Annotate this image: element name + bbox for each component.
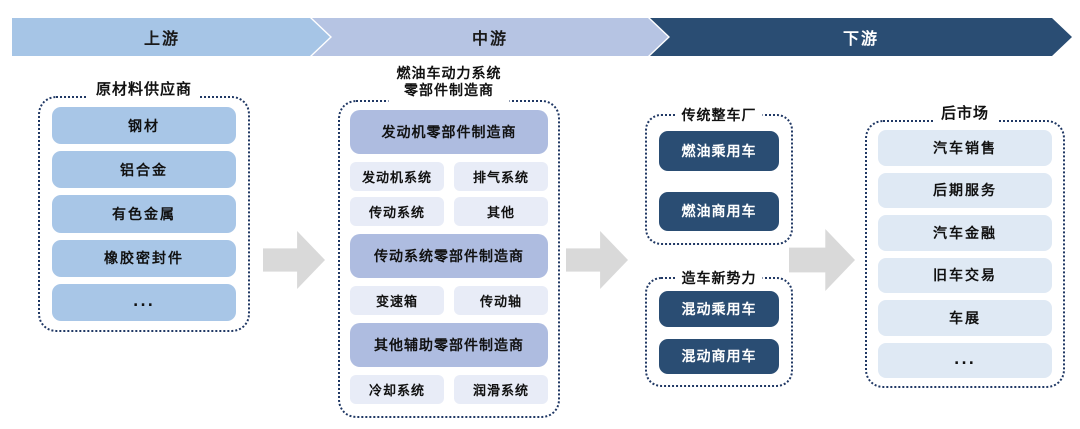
- banner-upstream-label: 上游: [143, 29, 180, 48]
- new-forces-list: 混动乘用车 混动商用车: [647, 279, 791, 385]
- list-item: 钢材: [52, 107, 236, 145]
- group-items: 冷却系统 润滑系统: [350, 375, 548, 404]
- list-item: 传动轴: [454, 286, 548, 315]
- list-item: ...: [878, 342, 1052, 378]
- list-item: 车展: [878, 300, 1052, 336]
- list-item: 变速箱: [350, 286, 444, 315]
- flow-arrow-icon: [789, 229, 855, 291]
- list-item: 橡胶密封件: [52, 239, 236, 277]
- powertrain-title-line1: 燃油车动力系统: [396, 66, 502, 82]
- powertrain-title: 燃油车动力系统 零部件制造商: [388, 66, 510, 105]
- raw-materials-list: 钢材 铝合金 有色金属 橡胶密封件 ...: [40, 98, 248, 330]
- group-items: 发动机系统 排气系统 传动系统 其他: [350, 162, 548, 226]
- traditional-oem-group: 传统整车厂 燃油乘用车 燃油商用车: [645, 105, 793, 245]
- group-header: 发动机零部件制造商: [350, 110, 548, 154]
- list-item: 混动乘用车: [659, 291, 779, 327]
- powertrain-title-line2: 零部件制造商: [404, 83, 494, 99]
- group-header: 传动系统零部件制造商: [350, 234, 548, 278]
- traditional-oem-list: 燃油乘用车 燃油商用车: [647, 116, 791, 243]
- group-header: 其他辅助零部件制造商: [350, 323, 548, 367]
- banner-downstream-label: 下游: [842, 29, 879, 48]
- list-item: 传动系统: [350, 197, 444, 226]
- list-item: 润滑系统: [454, 375, 548, 404]
- aftermarket-title: 后市场: [932, 102, 998, 128]
- list-item: 铝合金: [52, 151, 236, 189]
- banner-downstream: 下游: [650, 18, 1072, 56]
- new-forces-title: 造车新势力: [675, 268, 763, 291]
- list-item: 燃油乘用车: [659, 131, 779, 171]
- list-item: 排气系统: [454, 162, 548, 191]
- aftermarket-group: 后市场 汽车销售 后期服务 汽车金融 旧车交易 车展 ...: [865, 102, 1065, 388]
- list-item: ...: [52, 283, 236, 322]
- traditional-oem-title: 传统整车厂: [675, 105, 763, 128]
- list-item: 有色金属: [52, 195, 236, 233]
- powertrain-group: 燃油车动力系统 零部件制造商 发动机零部件制造商 发动机系统 排气系统 传动系统…: [338, 66, 560, 418]
- raw-materials-group: 原材料供应商 钢材 铝合金 有色金属 橡胶密封件 ...: [38, 78, 250, 332]
- banner-midstream: 中游: [312, 18, 668, 56]
- flow-arrow-icon: [263, 231, 325, 289]
- list-item: 燃油商用车: [659, 191, 779, 231]
- new-forces-group: 造车新势力 混动乘用车 混动商用车: [645, 268, 793, 387]
- list-item: 汽车金融: [878, 215, 1052, 251]
- list-item: 后期服务: [878, 172, 1052, 208]
- group-items: 变速箱 传动轴: [350, 286, 548, 315]
- raw-materials-title: 原材料供应商: [87, 78, 201, 104]
- list-item: 汽车销售: [878, 130, 1052, 166]
- list-item: 发动机系统: [350, 162, 444, 191]
- list-item: 冷却系统: [350, 375, 444, 404]
- banner-upstream: 上游: [12, 18, 330, 56]
- list-item: 其他: [454, 197, 548, 226]
- list-item: 旧车交易: [878, 257, 1052, 293]
- flow-arrow-icon: [566, 231, 628, 289]
- list-item: 混动商用车: [659, 338, 779, 374]
- aftermarket-list: 汽车销售 后期服务 汽车金融 旧车交易 车展 ...: [867, 122, 1063, 386]
- powertrain-list: 发动机零部件制造商 发动机系统 排气系统 传动系统 其他 传动系统零部件制造商 …: [340, 102, 558, 416]
- banner-midstream-label: 中游: [471, 29, 508, 48]
